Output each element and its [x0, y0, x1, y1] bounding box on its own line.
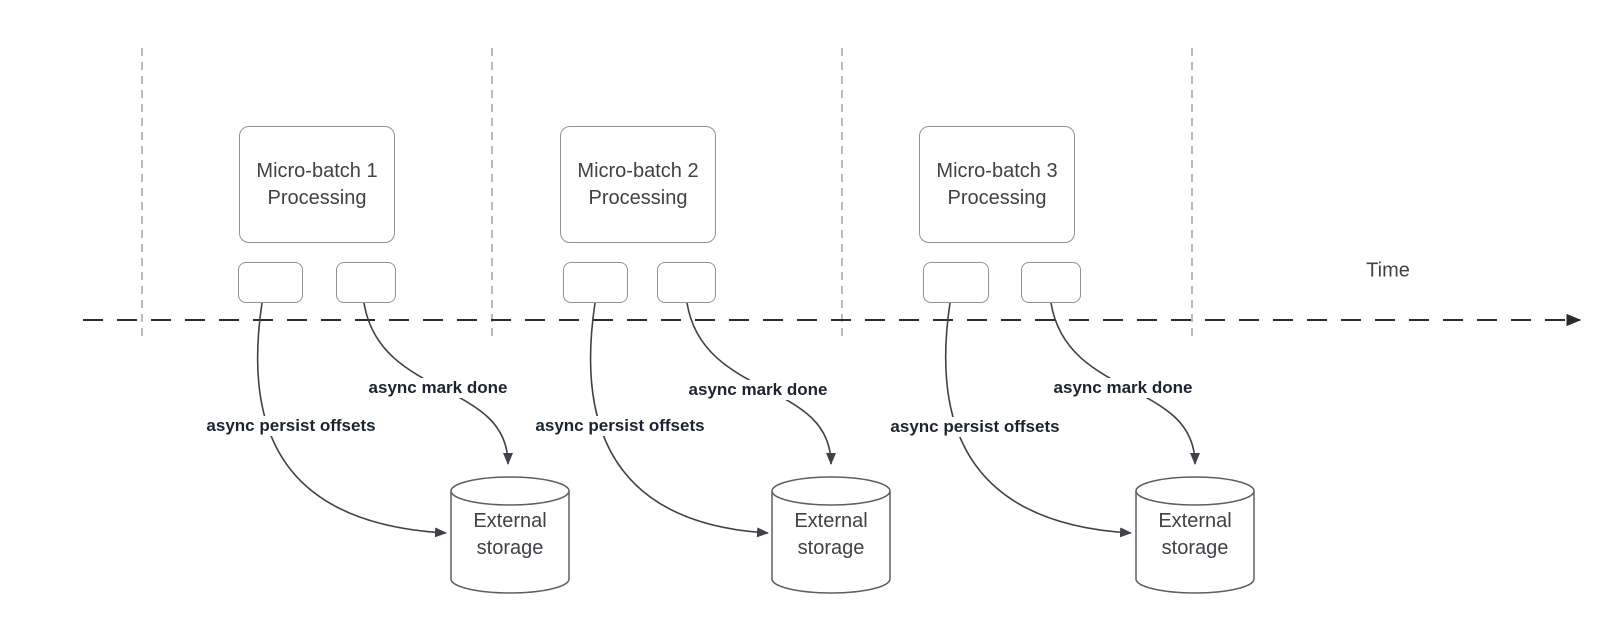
external-storage-label-3: External storage [1136, 497, 1254, 573]
micro-batch-1-processing-box: Micro-batch 1 Processing [239, 126, 395, 243]
mark-done-label-3: async mark done [1050, 378, 1196, 398]
micro-batch-3-title-line2: Processing [947, 186, 1047, 209]
external-storage-cylinder-1 [450, 476, 570, 594]
micro-batch-2-title-line2: Processing [588, 186, 688, 209]
persist-offsets-label-3: async persist offsets [887, 417, 1063, 437]
external-storage-label-1: External storage [451, 497, 569, 573]
external-storage-label-3-line1: External [1158, 510, 1232, 532]
micro-batch-2-processing-box: Micro-batch 2 Processing [560, 126, 716, 243]
mark-done-label-1: async mark done [365, 378, 511, 398]
offset-task-box-2 [563, 262, 628, 303]
connector-persist-offsets-3 [944, 302, 1132, 538]
persist-offsets-label-1: async persist offsets [203, 416, 379, 436]
offset-task-box-1 [238, 262, 303, 303]
external-storage-cylinder-2 [771, 476, 891, 594]
micro-batch-1-title-line2: Processing [267, 186, 367, 209]
external-storage-label-3-line2: storage [1161, 537, 1229, 559]
external-storage-label-2: External storage [772, 497, 890, 573]
commit-task-box-1 [336, 262, 396, 303]
connector-persist-offsets-2 [589, 302, 769, 538]
time-axis-label: Time [1366, 259, 1410, 282]
persist-offsets-label-2: async persist offsets [532, 416, 708, 436]
micro-batch-2-title-line1: Micro-batch 2 [577, 159, 699, 182]
external-storage-label-1-line2: storage [476, 537, 544, 559]
external-storage-cylinder-3 [1135, 476, 1255, 594]
micro-batch-1-title-line1: Micro-batch 1 [256, 159, 378, 182]
external-storage-label-2-line2: storage [797, 537, 865, 559]
mark-done-label-2: async mark done [685, 380, 831, 400]
external-storage-label-2-line1: External [794, 510, 868, 532]
offset-task-box-3 [923, 262, 989, 303]
commit-task-box-2 [657, 262, 716, 303]
connector-persist-offsets-1 [256, 302, 447, 538]
commit-task-box-3 [1021, 262, 1081, 303]
micro-batch-3-processing-box: Micro-batch 3 Processing [919, 126, 1075, 243]
micro-batch-3-title-line1: Micro-batch 3 [936, 159, 1058, 182]
external-storage-label-1-line1: External [473, 510, 547, 532]
